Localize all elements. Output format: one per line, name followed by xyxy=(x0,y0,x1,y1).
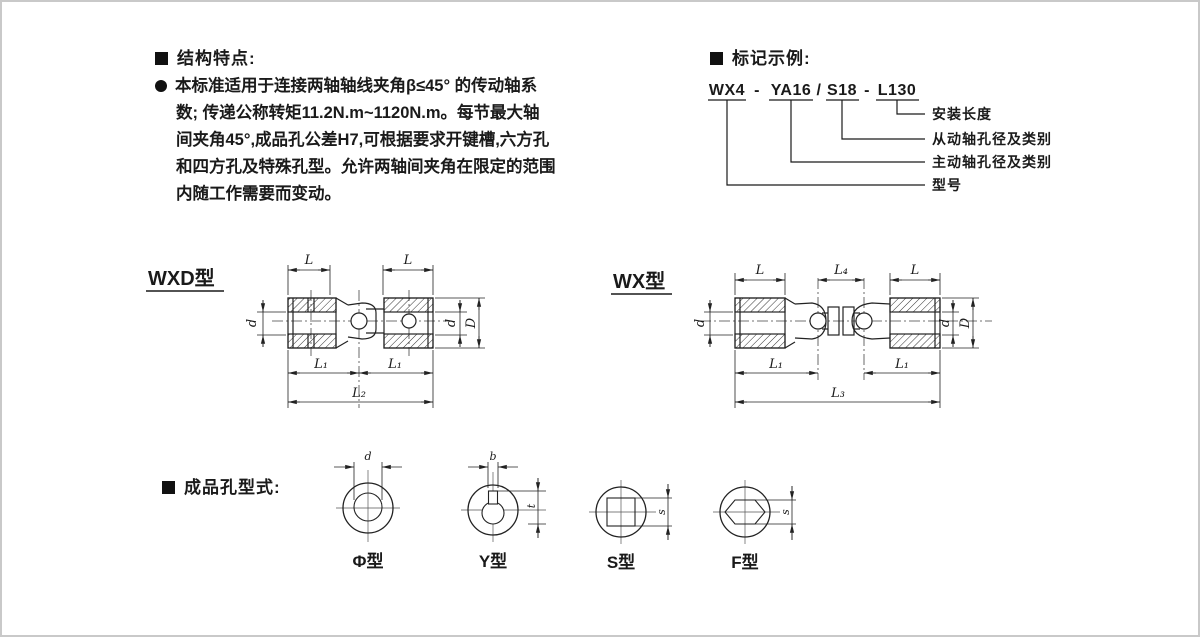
wx-dim-L1-right: L₁ xyxy=(894,357,909,372)
phi-dim-d: d xyxy=(364,450,371,463)
wx-drawing: WX型 xyxy=(611,263,992,408)
s-dim-lines xyxy=(635,484,672,540)
label-install-length: 安装长度 xyxy=(932,106,992,122)
holes-heading-text: 成品孔型式: xyxy=(184,478,281,497)
section-square-icon xyxy=(710,52,723,65)
wx-dimension-lines xyxy=(704,273,979,408)
wxd-dim-L1-left: L₁ xyxy=(313,357,328,372)
features-line-text: 本标准适用于连接两轴轴线夹角β≤45° 的传动轴系 xyxy=(175,77,538,95)
wx-pin-circle-left xyxy=(809,312,827,330)
features-line: 和四方孔及特殊孔型。允许两轴间夹角在限定的范围 xyxy=(176,158,556,176)
code-sep: - xyxy=(864,82,870,99)
marking-example-diagram: WX4 - YA16 / S18 - L130 安装长度 从动轴孔径及类别 主动… xyxy=(708,82,1052,193)
marking-heading-text: 标记示例: xyxy=(732,49,811,68)
s-outer-circle xyxy=(595,486,647,538)
features-line: 本标准适用于连接两轴轴线夹角β≤45° 的传动轴系 xyxy=(155,73,625,100)
wxd-dim-d-left: d xyxy=(245,319,260,327)
section-square-icon xyxy=(162,481,175,494)
wxd-pin-circle xyxy=(350,312,368,330)
f-dim-s: s xyxy=(779,509,792,515)
code-slash: / xyxy=(817,82,822,99)
label-drive-bore: 主动轴孔径及类别 xyxy=(932,154,1052,170)
code-driven: S18 xyxy=(827,82,857,99)
holes-heading: 成品孔型式: xyxy=(162,473,281,498)
wxd-dimension-labels: L L d d D L₁ L₁ L₂ xyxy=(245,253,479,401)
code-sep: - xyxy=(754,82,760,99)
label-model: 型号 xyxy=(932,177,962,193)
phi-outer-circle xyxy=(342,482,394,534)
marking-labels: 安装长度 从动轴孔径及类别 主动轴孔径及类别 型号 xyxy=(932,106,1052,193)
hole-types-diagrams: d Φ型 b t Y型 xyxy=(334,450,796,572)
features-line: 数; 传递公称转矩11.2N.m~1120N.m。每节最大轴 xyxy=(176,104,540,122)
wx-joint-body xyxy=(734,297,941,349)
code-length: L130 xyxy=(878,82,916,99)
y-dim-b: b xyxy=(489,450,496,463)
features-line: 内随工作需要而变动。 xyxy=(176,185,341,203)
phi-crosshair xyxy=(336,470,400,542)
marking-heading: 标记示例: xyxy=(710,44,811,69)
f-hex-hole xyxy=(724,499,766,525)
wxd-dim-d-right: d xyxy=(444,319,459,327)
s-square-hole xyxy=(606,497,636,527)
features-paragraph: 本标准适用于连接两轴轴线夹角β≤45° 的传动轴系 数; 传递公称转矩11.2N… xyxy=(155,73,625,208)
wx-dim-d-left: d xyxy=(693,319,708,327)
s-label: S型 xyxy=(607,552,635,572)
label-driven-bore: 从动轴孔径及类别 xyxy=(932,131,1052,147)
hole-phi: d Φ型 xyxy=(334,450,402,571)
phi-label: Φ型 xyxy=(353,551,384,571)
y-outer-circle xyxy=(467,484,519,536)
features-heading-text: 结构特点: xyxy=(177,49,256,68)
f-dim-lines xyxy=(755,486,796,540)
hole-s: s S型 xyxy=(589,480,672,572)
wxd-dim-L-right: L xyxy=(403,253,413,268)
phi-bore-circle xyxy=(353,492,383,522)
features-line: 间夹角45°,成品孔公差H7,可根据要求开键槽,六方孔 xyxy=(176,131,550,149)
f-label: F型 xyxy=(731,552,758,572)
y-dim-t: t xyxy=(525,503,538,508)
wx-dim-L1-left: L₁ xyxy=(768,357,783,372)
bullet-dot-icon xyxy=(155,80,167,92)
section-square-icon xyxy=(155,52,168,65)
f-crosshair xyxy=(713,480,780,544)
wxd-dim-L2: L₂ xyxy=(351,386,366,401)
s-crosshair xyxy=(589,480,656,544)
f-outer-circle xyxy=(719,486,771,538)
wxd-drawing: WXD型 xyxy=(146,253,485,408)
wx-centerlines xyxy=(700,278,992,380)
marking-code-text: WX4 - YA16 / S18 - L130 xyxy=(709,82,916,99)
marking-leader-lines xyxy=(708,99,925,186)
hole-y: b t Y型 xyxy=(461,450,546,571)
wx-dim-L3: L₃ xyxy=(830,386,845,401)
wxd-dim-L-left: L xyxy=(304,253,314,268)
wx-dim-d-right: d xyxy=(938,319,953,327)
code-model: WX4 xyxy=(709,82,745,99)
y-keyway-slot xyxy=(487,490,499,505)
wx-dim-L-right: L xyxy=(910,263,920,278)
y-bore-circle xyxy=(481,501,505,525)
wx-dim-D: D xyxy=(958,317,973,329)
wxd-joint-body xyxy=(287,297,434,349)
wxd-cross-hole xyxy=(401,313,417,329)
wx-dimension-labels: L L₄ L d d D L₁ L₁ L₃ xyxy=(693,263,973,401)
features-heading: 结构特点: xyxy=(155,44,256,69)
wxd-dimension-lines xyxy=(257,265,485,408)
s-dim-s: s xyxy=(655,509,668,515)
wx-dim-L4: L₄ xyxy=(833,263,848,278)
hole-f: s F型 xyxy=(713,480,796,572)
code-drive: YA16 xyxy=(771,82,812,99)
wx-dim-L-left: L xyxy=(755,263,765,278)
y-dim-lines xyxy=(468,462,546,538)
wxd-dim-L1-right: L₁ xyxy=(387,357,402,372)
wxd-title: WXD型 xyxy=(148,267,215,290)
y-label: Y型 xyxy=(479,551,507,571)
wxd-dim-D: D xyxy=(464,317,479,329)
wx-pin-circle-right xyxy=(855,312,873,330)
phi-dim-lines xyxy=(334,462,402,500)
wx-title: WX型 xyxy=(613,270,665,293)
